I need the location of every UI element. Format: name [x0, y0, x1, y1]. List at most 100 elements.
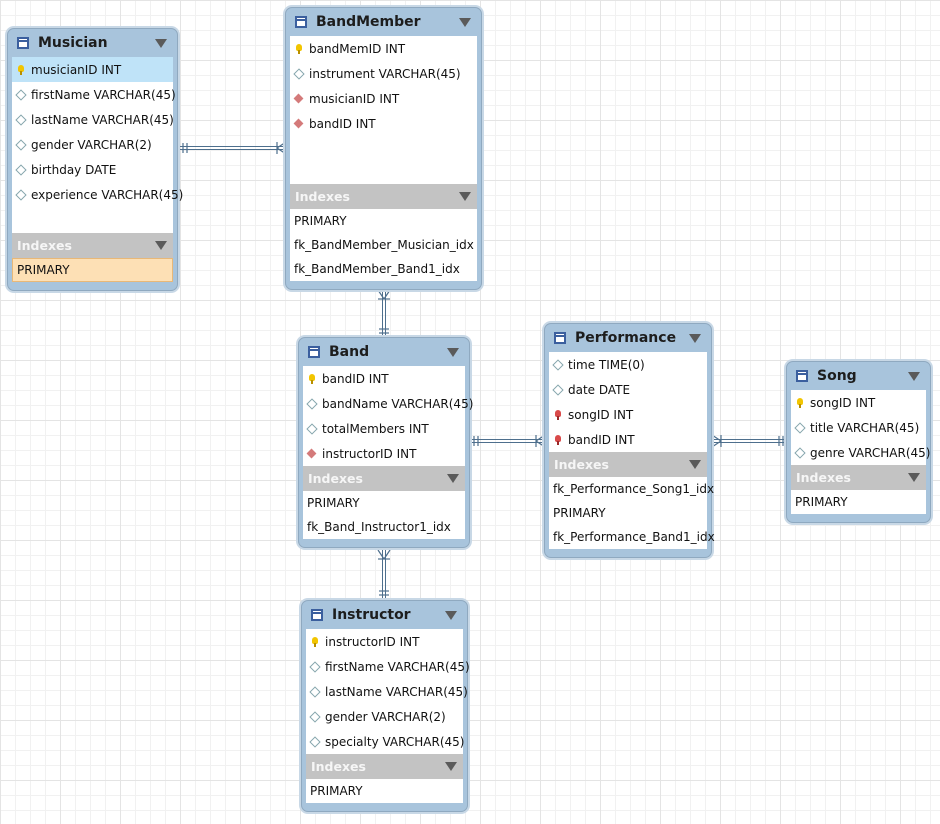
index-row[interactable]: PRIMARY: [290, 209, 477, 233]
column-row[interactable]: time TIME(0): [549, 352, 707, 377]
entity-header[interactable]: Instructor: [306, 601, 463, 629]
indexes-header[interactable]: Indexes: [791, 465, 926, 490]
index-row[interactable]: PRIMARY: [303, 491, 465, 515]
column-diamond-icon: [16, 115, 26, 125]
column-row[interactable]: firstName VARCHAR(45): [306, 654, 470, 679]
column-diamond-icon: [553, 385, 563, 395]
column-diamond-icon: [553, 360, 563, 370]
column-row[interactable]: bandID INT: [303, 366, 465, 391]
collapse-toggle-icon[interactable]: [908, 371, 920, 381]
crows-foot-icon: [377, 549, 385, 560]
column-row[interactable]: totalMembers INT: [303, 416, 465, 441]
entity-header[interactable]: Musician: [12, 29, 173, 57]
column-row[interactable]: birthday DATE: [12, 157, 173, 182]
column-row[interactable]: bandID INT: [290, 111, 477, 136]
column-row[interactable]: specialty VARCHAR(45): [306, 729, 464, 754]
primary-key-icon: [795, 397, 805, 408]
collapse-toggle-icon[interactable]: [155, 38, 167, 48]
collapse-toggle-icon[interactable]: [459, 17, 471, 27]
table-icon: [311, 609, 323, 621]
index-list: PRIMARY: [12, 258, 173, 282]
index-row[interactable]: PRIMARY: [12, 258, 173, 282]
indexes-toggle-icon[interactable]: [459, 192, 471, 201]
primary-key-icon: [294, 43, 304, 54]
entity-song[interactable]: Song songID INT title VARCHAR(45) genre VAR…: [786, 361, 931, 523]
indexes-title: Indexes: [554, 457, 609, 472]
index-row[interactable]: PRIMARY: [306, 779, 463, 803]
column-label: birthday DATE: [31, 162, 117, 177]
indexes-toggle-icon[interactable]: [447, 474, 459, 483]
indexes-title: Indexes: [311, 759, 366, 774]
foreign-key-icon: [307, 449, 317, 459]
index-row[interactable]: fk_Performance_Band1_idx: [549, 525, 715, 549]
indexes-toggle-icon[interactable]: [155, 241, 167, 250]
entity-bandmember[interactable]: BandMember bandMemID INT instrument VARCHA…: [285, 7, 482, 290]
indexes-header[interactable]: Indexes: [549, 452, 707, 477]
column-row[interactable]: gender VARCHAR(2): [306, 704, 463, 729]
index-row[interactable]: PRIMARY: [549, 501, 707, 525]
column-row[interactable]: gender VARCHAR(2): [12, 132, 173, 157]
indexes-toggle-icon[interactable]: [908, 473, 920, 482]
column-row[interactable]: songID INT: [549, 402, 707, 427]
column-label: songID INT: [810, 395, 876, 410]
column-row[interactable]: lastName VARCHAR(45): [306, 679, 468, 704]
entity-header[interactable]: Band: [303, 338, 465, 366]
column-row[interactable]: date DATE: [549, 377, 707, 402]
indexes-toggle-icon[interactable]: [445, 762, 457, 771]
entity-header[interactable]: Song: [791, 362, 926, 390]
index-row[interactable]: fk_Performance_Song1_idx: [549, 477, 714, 501]
column-row[interactable]: instructorID INT: [303, 441, 465, 466]
indexes-header[interactable]: Indexes: [303, 466, 465, 491]
column-label: bandMemID INT: [309, 41, 406, 56]
column-label: instructorID INT: [322, 446, 417, 461]
column-diamond-icon: [307, 424, 317, 434]
crows-foot-icon: [711, 440, 722, 448]
column-row[interactable]: genre VARCHAR(45): [791, 440, 930, 465]
table-icon: [295, 16, 307, 28]
index-row[interactable]: fk_Band_Instructor1_idx: [303, 515, 465, 539]
indexes-toggle-icon[interactable]: [689, 460, 701, 469]
column-row[interactable]: songID INT: [791, 390, 926, 415]
collapse-toggle-icon[interactable]: [689, 333, 701, 343]
column-label: date DATE: [568, 382, 631, 397]
indexes-header[interactable]: Indexes: [12, 233, 173, 258]
column-row[interactable]: bandName VARCHAR(45): [303, 391, 473, 416]
index-row[interactable]: fk_BandMember_Band1_idx: [290, 257, 477, 281]
column-label: title VARCHAR(45): [810, 420, 920, 435]
entity-header[interactable]: BandMember: [290, 8, 477, 36]
column-label: lastName VARCHAR(45): [31, 112, 174, 127]
column-row[interactable]: title VARCHAR(45): [791, 415, 926, 440]
index-row[interactable]: fk_BandMember_Musician_idx: [290, 233, 477, 257]
indexes-header[interactable]: Indexes: [290, 184, 477, 209]
column-diamond-icon: [310, 737, 320, 747]
indexes-title: Indexes: [295, 189, 350, 204]
column-row[interactable]: instrument VARCHAR(45): [290, 61, 477, 86]
column-row[interactable]: lastName VARCHAR(45): [12, 107, 174, 132]
entity-title: Band: [329, 344, 370, 360]
column-list: songID INT title VARCHAR(45) genre VARCHAR…: [791, 390, 930, 465]
column-row[interactable]: firstName VARCHAR(45): [12, 82, 176, 107]
entity-header[interactable]: Performance: [549, 324, 707, 352]
column-diamond-icon: [16, 190, 26, 200]
collapse-toggle-icon[interactable]: [445, 610, 457, 620]
collapse-toggle-icon[interactable]: [447, 347, 459, 357]
column-diamond-icon: [795, 448, 805, 458]
column-row[interactable]: experience VARCHAR(45): [12, 182, 183, 207]
index-row[interactable]: PRIMARY: [791, 490, 926, 514]
column-row[interactable]: bandMemID INT: [290, 36, 477, 61]
foreign-key-icon: [294, 119, 304, 129]
column-row[interactable]: instructorID INT: [306, 629, 463, 654]
column-row[interactable]: bandID INT: [549, 427, 707, 452]
indexes-header[interactable]: Indexes: [306, 754, 463, 779]
column-row[interactable]: musicianID INT: [12, 57, 173, 82]
table-icon: [308, 346, 320, 358]
column-row[interactable]: musicianID INT: [290, 86, 477, 111]
